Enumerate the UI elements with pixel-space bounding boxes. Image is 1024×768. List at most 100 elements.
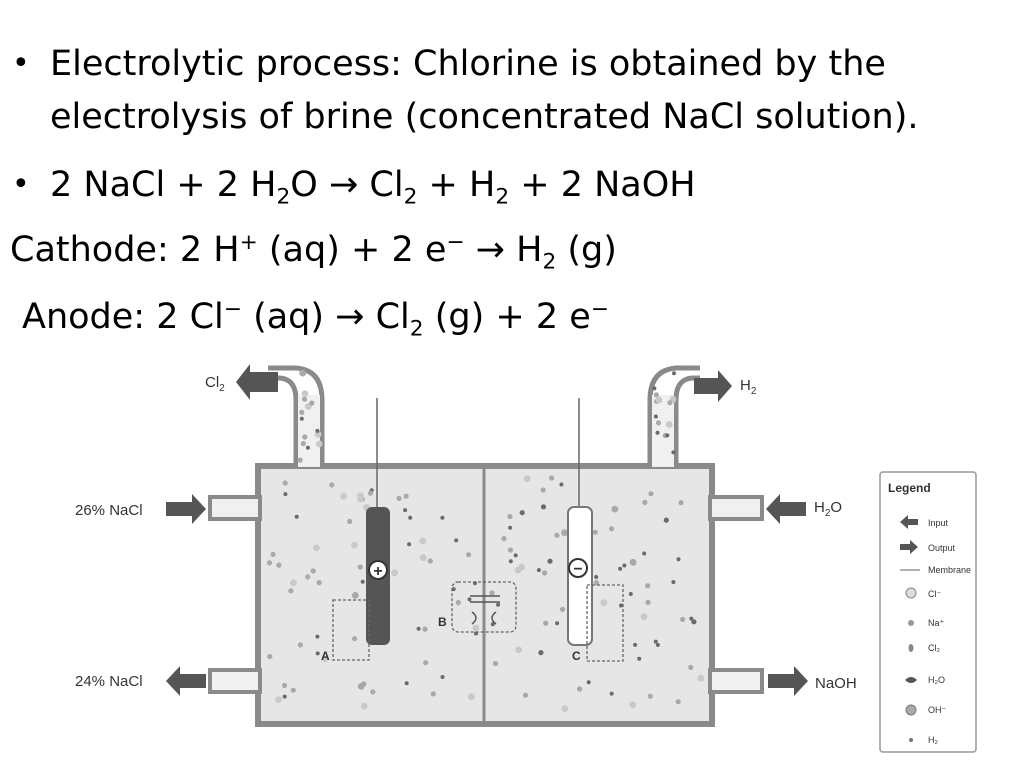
anode-sign: + [373, 563, 382, 580]
particle [667, 400, 673, 406]
legend-chloride-icon [905, 587, 917, 599]
particle [689, 616, 694, 621]
legend-label-sodium: Na⁺ [928, 618, 945, 628]
particle [340, 492, 347, 500]
particle [301, 390, 309, 397]
arrow-nacl-in [166, 494, 206, 524]
particle [542, 570, 548, 576]
tank [208, 365, 764, 727]
particle [501, 536, 507, 542]
particle [403, 493, 409, 499]
legend-label-output: Output [928, 543, 956, 553]
legend-output-icon [900, 540, 918, 554]
particle [321, 655, 329, 663]
pipes [208, 495, 764, 694]
particle [489, 590, 495, 596]
legend-label-water: H₂O [928, 675, 945, 685]
arrow-h2o-in [766, 494, 806, 524]
particle [645, 583, 651, 589]
particle [391, 569, 398, 577]
pipe-nacl-in [208, 495, 262, 521]
particle [672, 371, 676, 376]
zoom-box-b [451, 581, 517, 633]
particle [640, 613, 648, 621]
particle [466, 552, 472, 558]
arrow-cl2-out [236, 364, 278, 400]
particle [315, 440, 323, 448]
chimney-left [268, 365, 325, 466]
particle [472, 624, 480, 632]
particle [547, 558, 553, 564]
particle [455, 600, 461, 606]
particle [357, 492, 364, 500]
particle [655, 430, 660, 435]
particle [655, 420, 662, 426]
particle [430, 691, 436, 697]
particle [518, 563, 526, 571]
particle [691, 619, 697, 625]
label-b: B [438, 615, 447, 629]
legend-chlorine-icon [908, 644, 914, 652]
particle [290, 687, 296, 693]
particle [678, 500, 684, 506]
particle [310, 568, 316, 574]
particle [653, 414, 658, 419]
particle [360, 702, 368, 710]
particle [351, 592, 359, 599]
nacl-in-label: 26% NaCl [75, 502, 143, 519]
particle [622, 563, 627, 568]
particle [350, 541, 358, 549]
legend-label-chlorine: Cl₂ [928, 643, 940, 653]
particle [440, 675, 445, 679]
label-a: A [321, 649, 330, 663]
particle [594, 575, 599, 579]
particle [267, 653, 273, 660]
legend-input-icon [900, 515, 918, 529]
particle [561, 529, 568, 537]
h2-label: H2 [740, 377, 757, 397]
particle [655, 396, 663, 404]
particle [555, 621, 560, 626]
particle [629, 558, 637, 566]
legend-sodium-icon [908, 620, 914, 626]
legend-label-input: Input [928, 518, 949, 528]
particle [297, 642, 303, 648]
particle [315, 428, 320, 433]
bullet-1-line-1: Electrolytic process: Chlorine is obtain… [50, 44, 886, 84]
particle [299, 409, 305, 415]
particle [592, 529, 598, 535]
particle [645, 599, 651, 606]
particle [653, 392, 660, 398]
bullet-1-line-2: electrolysis of brine (concentrated NaCl… [50, 97, 919, 137]
nacl-out-label: 24% NaCl [75, 673, 143, 690]
bullet-dot-1: • [12, 46, 30, 81]
legend: Legend Input Output Membrane Cl⁻ Na⁺ Cl₂… [879, 471, 977, 753]
particle [519, 510, 525, 516]
particle [655, 643, 660, 647]
particle [315, 651, 320, 656]
particle [671, 580, 676, 585]
particle [600, 599, 608, 606]
particle [523, 475, 531, 483]
particle [281, 682, 288, 689]
particle [357, 682, 365, 690]
particle [628, 592, 633, 596]
particle [629, 701, 637, 709]
particle [513, 553, 518, 558]
legend-water-icon [905, 677, 917, 683]
particle [652, 386, 657, 391]
particle [423, 660, 429, 666]
particle [663, 517, 669, 523]
particle [266, 560, 273, 566]
membrane-exchange-symbol [470, 595, 500, 625]
particle [467, 597, 472, 602]
particle [609, 526, 615, 532]
particle [554, 532, 560, 538]
legend-title: Legend [888, 481, 931, 495]
particle [367, 490, 374, 496]
particle [305, 574, 311, 580]
particle [313, 544, 320, 552]
particle [633, 642, 638, 647]
anode-sign-circle [368, 560, 388, 580]
particle [637, 656, 642, 661]
